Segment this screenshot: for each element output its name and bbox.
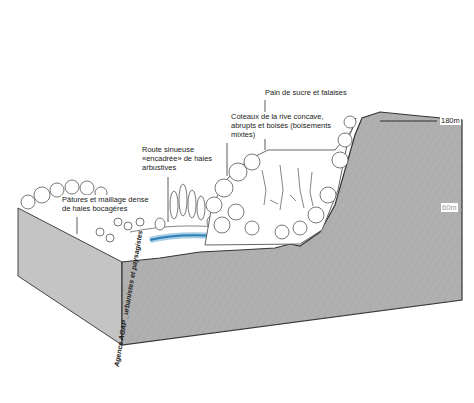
altitude-label: 180m [440, 116, 461, 125]
annotation-label: Pain de sucre et falaises [264, 88, 376, 97]
annotation-label: Pâtures et maillage dense de haies bocag… [61, 195, 159, 213]
annotation-label: Route sinueuse «encadrée» de haies arbus… [141, 145, 217, 172]
altitude-label: 60m [441, 203, 458, 212]
annotation-label: Coteaux de la rive concave, abrupts et b… [230, 112, 334, 139]
